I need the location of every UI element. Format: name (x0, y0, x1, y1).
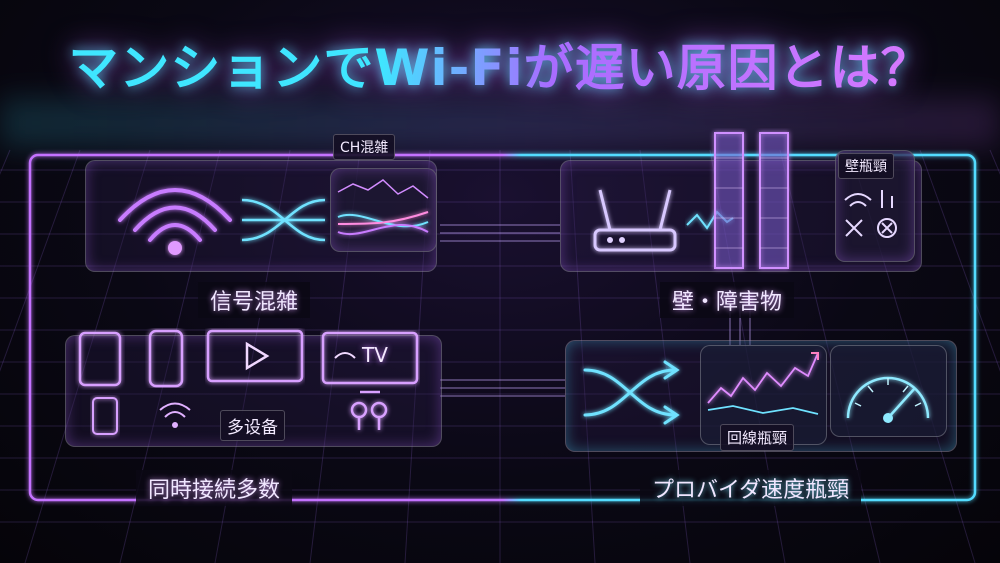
title-reflection (0, 98, 1000, 148)
tag-many-devices: 多设备 (220, 410, 285, 441)
label-many-devices: 同時接続多数 (136, 470, 293, 506)
congestion-chart-window (330, 168, 437, 252)
smartphone-icon (148, 329, 184, 388)
small-phone-icon (92, 397, 118, 435)
label-walls: 壁・障害物 (660, 282, 795, 318)
tv-text: TV (362, 343, 388, 367)
congestion-chart-icon (337, 179, 429, 236)
wall-icon (714, 132, 789, 269)
weak-signal-icon (844, 190, 897, 238)
wifi-icon (118, 188, 232, 255)
tag-wall-bottleneck: 壁瓶頸 (838, 153, 894, 179)
page-title: マンションでWi-Fiが遅い原因とは？ (0, 28, 1000, 100)
tablet-icon (78, 331, 122, 387)
outer-frame (28, 153, 977, 502)
crossing-signals-icon (241, 198, 326, 242)
speedometer-icon (846, 376, 930, 423)
router-icon (593, 189, 677, 252)
tag-line-bottleneck: 回線瓶頸 (720, 424, 795, 451)
shuffle-arrows-icon (583, 360, 680, 425)
tag-ch-congestion: CH混雑 (333, 134, 396, 160)
wifi-small-icon (159, 402, 191, 428)
label-provider-bottleneck: プロバイダ速度瓶頸 (640, 470, 862, 506)
tv-icon (321, 331, 419, 394)
traffic-chart-icon (707, 352, 819, 415)
video-player-icon (206, 329, 304, 383)
label-signal-congestion: 信号混雑 (198, 282, 311, 318)
earbuds-icon (350, 401, 388, 430)
